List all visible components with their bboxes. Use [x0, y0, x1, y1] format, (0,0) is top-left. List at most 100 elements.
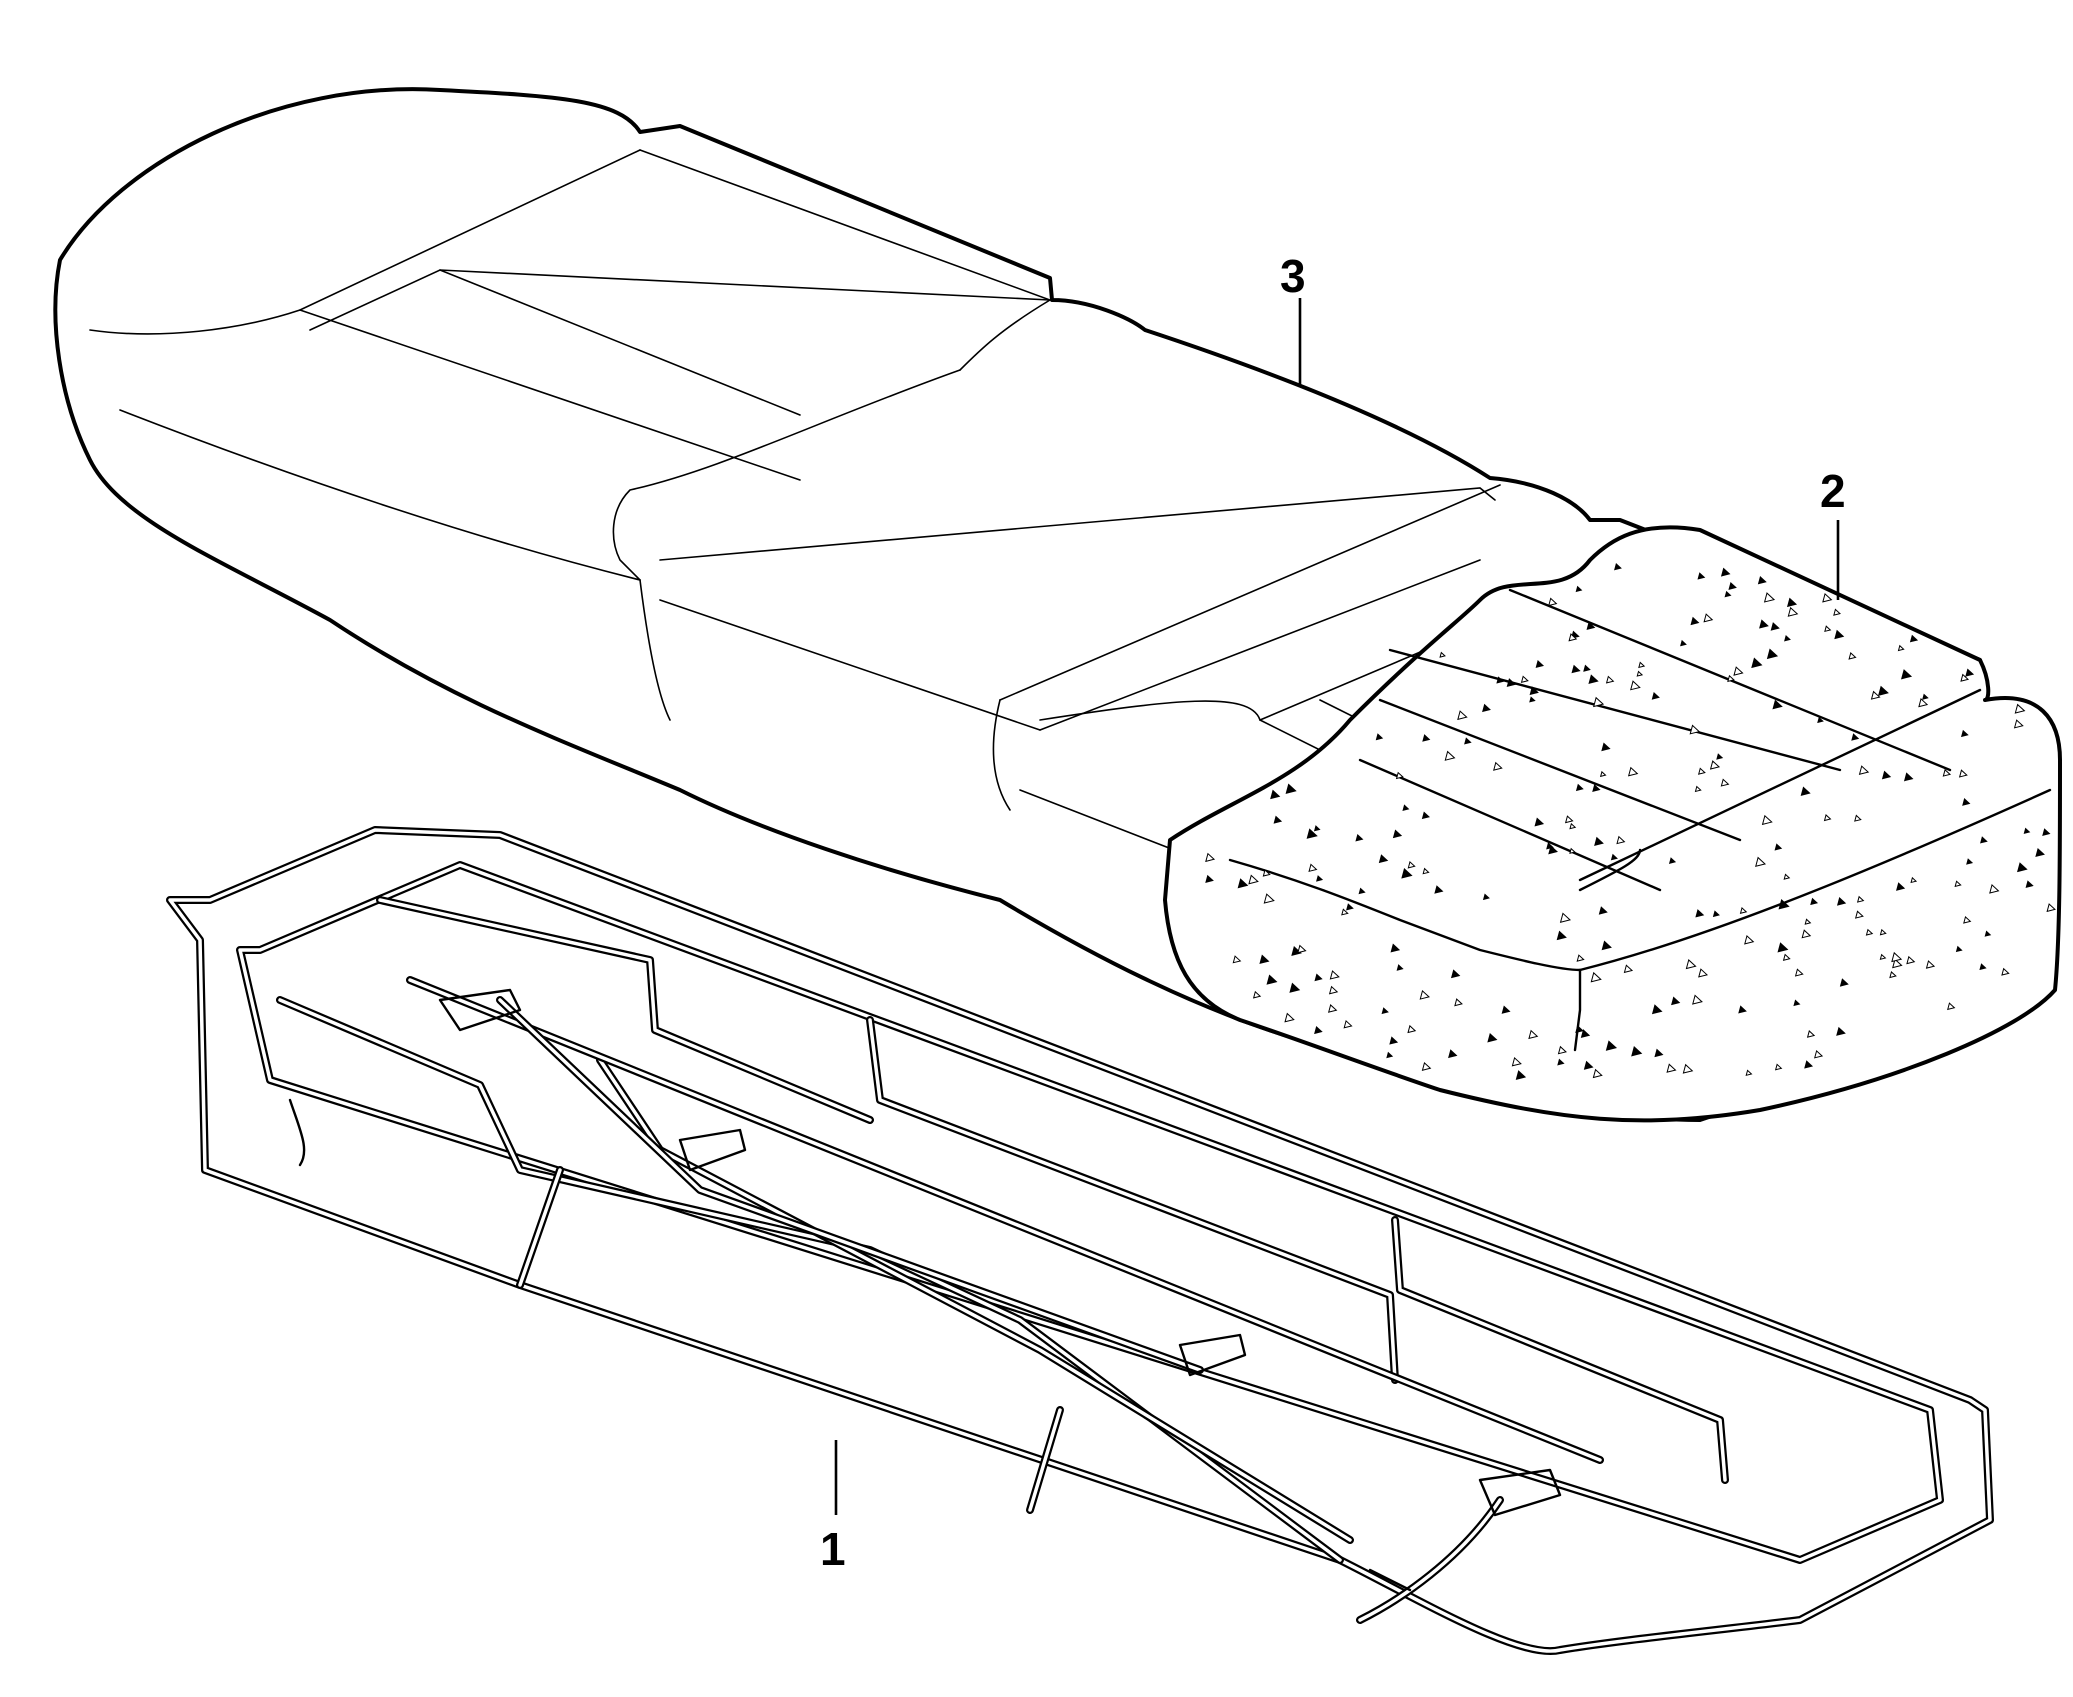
foam-speck — [1881, 770, 1892, 780]
foam-speck — [1327, 1004, 1338, 1013]
foam-speck — [1588, 674, 1599, 684]
foam-speck — [1262, 869, 1271, 877]
foam-speck — [1457, 710, 1468, 721]
foam-speck — [1529, 686, 1539, 696]
foam-speck — [1601, 742, 1611, 752]
foam-speck — [1878, 685, 1889, 696]
foam-speck — [2042, 828, 2051, 836]
foam-speck — [1583, 664, 1591, 672]
foam-speck — [1759, 619, 1769, 629]
foam-speck — [1772, 699, 1783, 710]
foam-speck — [1564, 815, 1574, 824]
foam-speck — [1487, 1032, 1498, 1043]
foam-speck — [1395, 771, 1404, 780]
foam-speck — [1571, 664, 1581, 674]
foam-speck — [1627, 766, 1639, 777]
foam-speck — [1685, 959, 1697, 970]
foam-speck — [1630, 680, 1641, 691]
foam-speck — [1823, 814, 1832, 822]
foam-speck — [1346, 903, 1354, 911]
foam-speck — [1297, 944, 1307, 954]
foam-speck — [1506, 678, 1517, 687]
foam-speck — [1586, 621, 1596, 630]
foam-speck — [1580, 1029, 1591, 1038]
foam-speck — [1515, 1070, 1527, 1080]
foam-speck — [1464, 737, 1472, 745]
foam-speck — [1909, 634, 1919, 643]
foam-speck — [1694, 785, 1702, 793]
foam-speck — [1556, 930, 1567, 941]
foam-speck — [1761, 814, 1773, 826]
foam-speck — [1689, 724, 1701, 735]
foam-speck — [1804, 1060, 1814, 1069]
foam-speck — [1616, 835, 1626, 845]
foam-speck — [1439, 651, 1446, 658]
foam-speck — [1534, 817, 1545, 827]
foam-speck — [2017, 862, 2028, 873]
foam-speck — [1690, 616, 1700, 626]
foam-speck — [1870, 690, 1881, 700]
foam-speck — [1806, 1030, 1816, 1038]
foam-speck — [1955, 945, 1963, 953]
foam-speck — [1557, 1058, 1565, 1066]
foam-speck — [1839, 978, 1849, 987]
foam-speck — [1482, 893, 1490, 901]
foam-speck — [1836, 897, 1847, 906]
foam-speck — [1777, 942, 1789, 953]
foam-speck — [1316, 875, 1324, 882]
foam-speck — [1801, 929, 1812, 939]
foam-speck — [1858, 765, 1870, 775]
foam-speck — [1786, 597, 1798, 608]
foam-speck — [1583, 1060, 1594, 1070]
foam-speck — [1575, 1025, 1584, 1034]
foam-speck — [1263, 893, 1275, 904]
foam-speck — [1450, 969, 1461, 979]
foam-speck — [1306, 828, 1318, 839]
foam-speck — [1237, 878, 1249, 889]
foam-speck — [1851, 733, 1860, 741]
foam-speck — [1668, 857, 1677, 864]
foam-speck — [1341, 908, 1349, 916]
foam-speck — [1774, 843, 1783, 851]
foam-texture — [1205, 562, 2056, 1080]
foam-speck — [1774, 1063, 1783, 1071]
seat-foam-pad — [1163, 525, 2062, 1123]
foam-speck — [1896, 882, 1906, 891]
foam-speck — [1903, 772, 1914, 782]
foam-speck — [1576, 954, 1585, 962]
foam-speck — [1422, 867, 1430, 875]
foam-speck — [1559, 912, 1572, 923]
foam-speck — [1897, 644, 1905, 652]
foam-speck — [1529, 696, 1536, 703]
foam-speck — [1575, 783, 1584, 792]
foam-speck — [1910, 876, 1918, 884]
foam-speck — [1666, 1063, 1677, 1073]
foam-speck — [1569, 822, 1577, 830]
foam-speck — [1636, 670, 1644, 677]
foam-speck — [1270, 789, 1281, 800]
foam-speck — [1879, 928, 1887, 936]
foam-speck — [1421, 1061, 1432, 1071]
foam-speck — [1901, 669, 1913, 680]
foam-speck — [1822, 592, 1833, 603]
foam-speck — [1709, 760, 1721, 770]
foam-speck — [1989, 883, 2000, 894]
foam-speck — [1593, 696, 1605, 708]
foam-speck — [1444, 750, 1456, 761]
foam-speck — [1419, 989, 1430, 1000]
foam-speck — [1313, 825, 1321, 832]
foam-speck — [1720, 778, 1730, 787]
foam-speck — [1454, 998, 1463, 1007]
foam-speck — [1598, 906, 1608, 915]
foam-speck — [2001, 967, 2010, 976]
foam-speck — [1720, 567, 1731, 577]
foam-speck — [1386, 1051, 1394, 1059]
foam-speck — [1448, 1049, 1458, 1059]
foam-speck — [1751, 657, 1763, 669]
foam-speck — [1755, 856, 1767, 867]
foam-speck — [1590, 971, 1602, 983]
foam-speck — [1918, 698, 1929, 708]
foam-speck — [1392, 829, 1403, 839]
foam-speck — [1421, 811, 1430, 820]
foam-speck — [2035, 847, 2045, 858]
